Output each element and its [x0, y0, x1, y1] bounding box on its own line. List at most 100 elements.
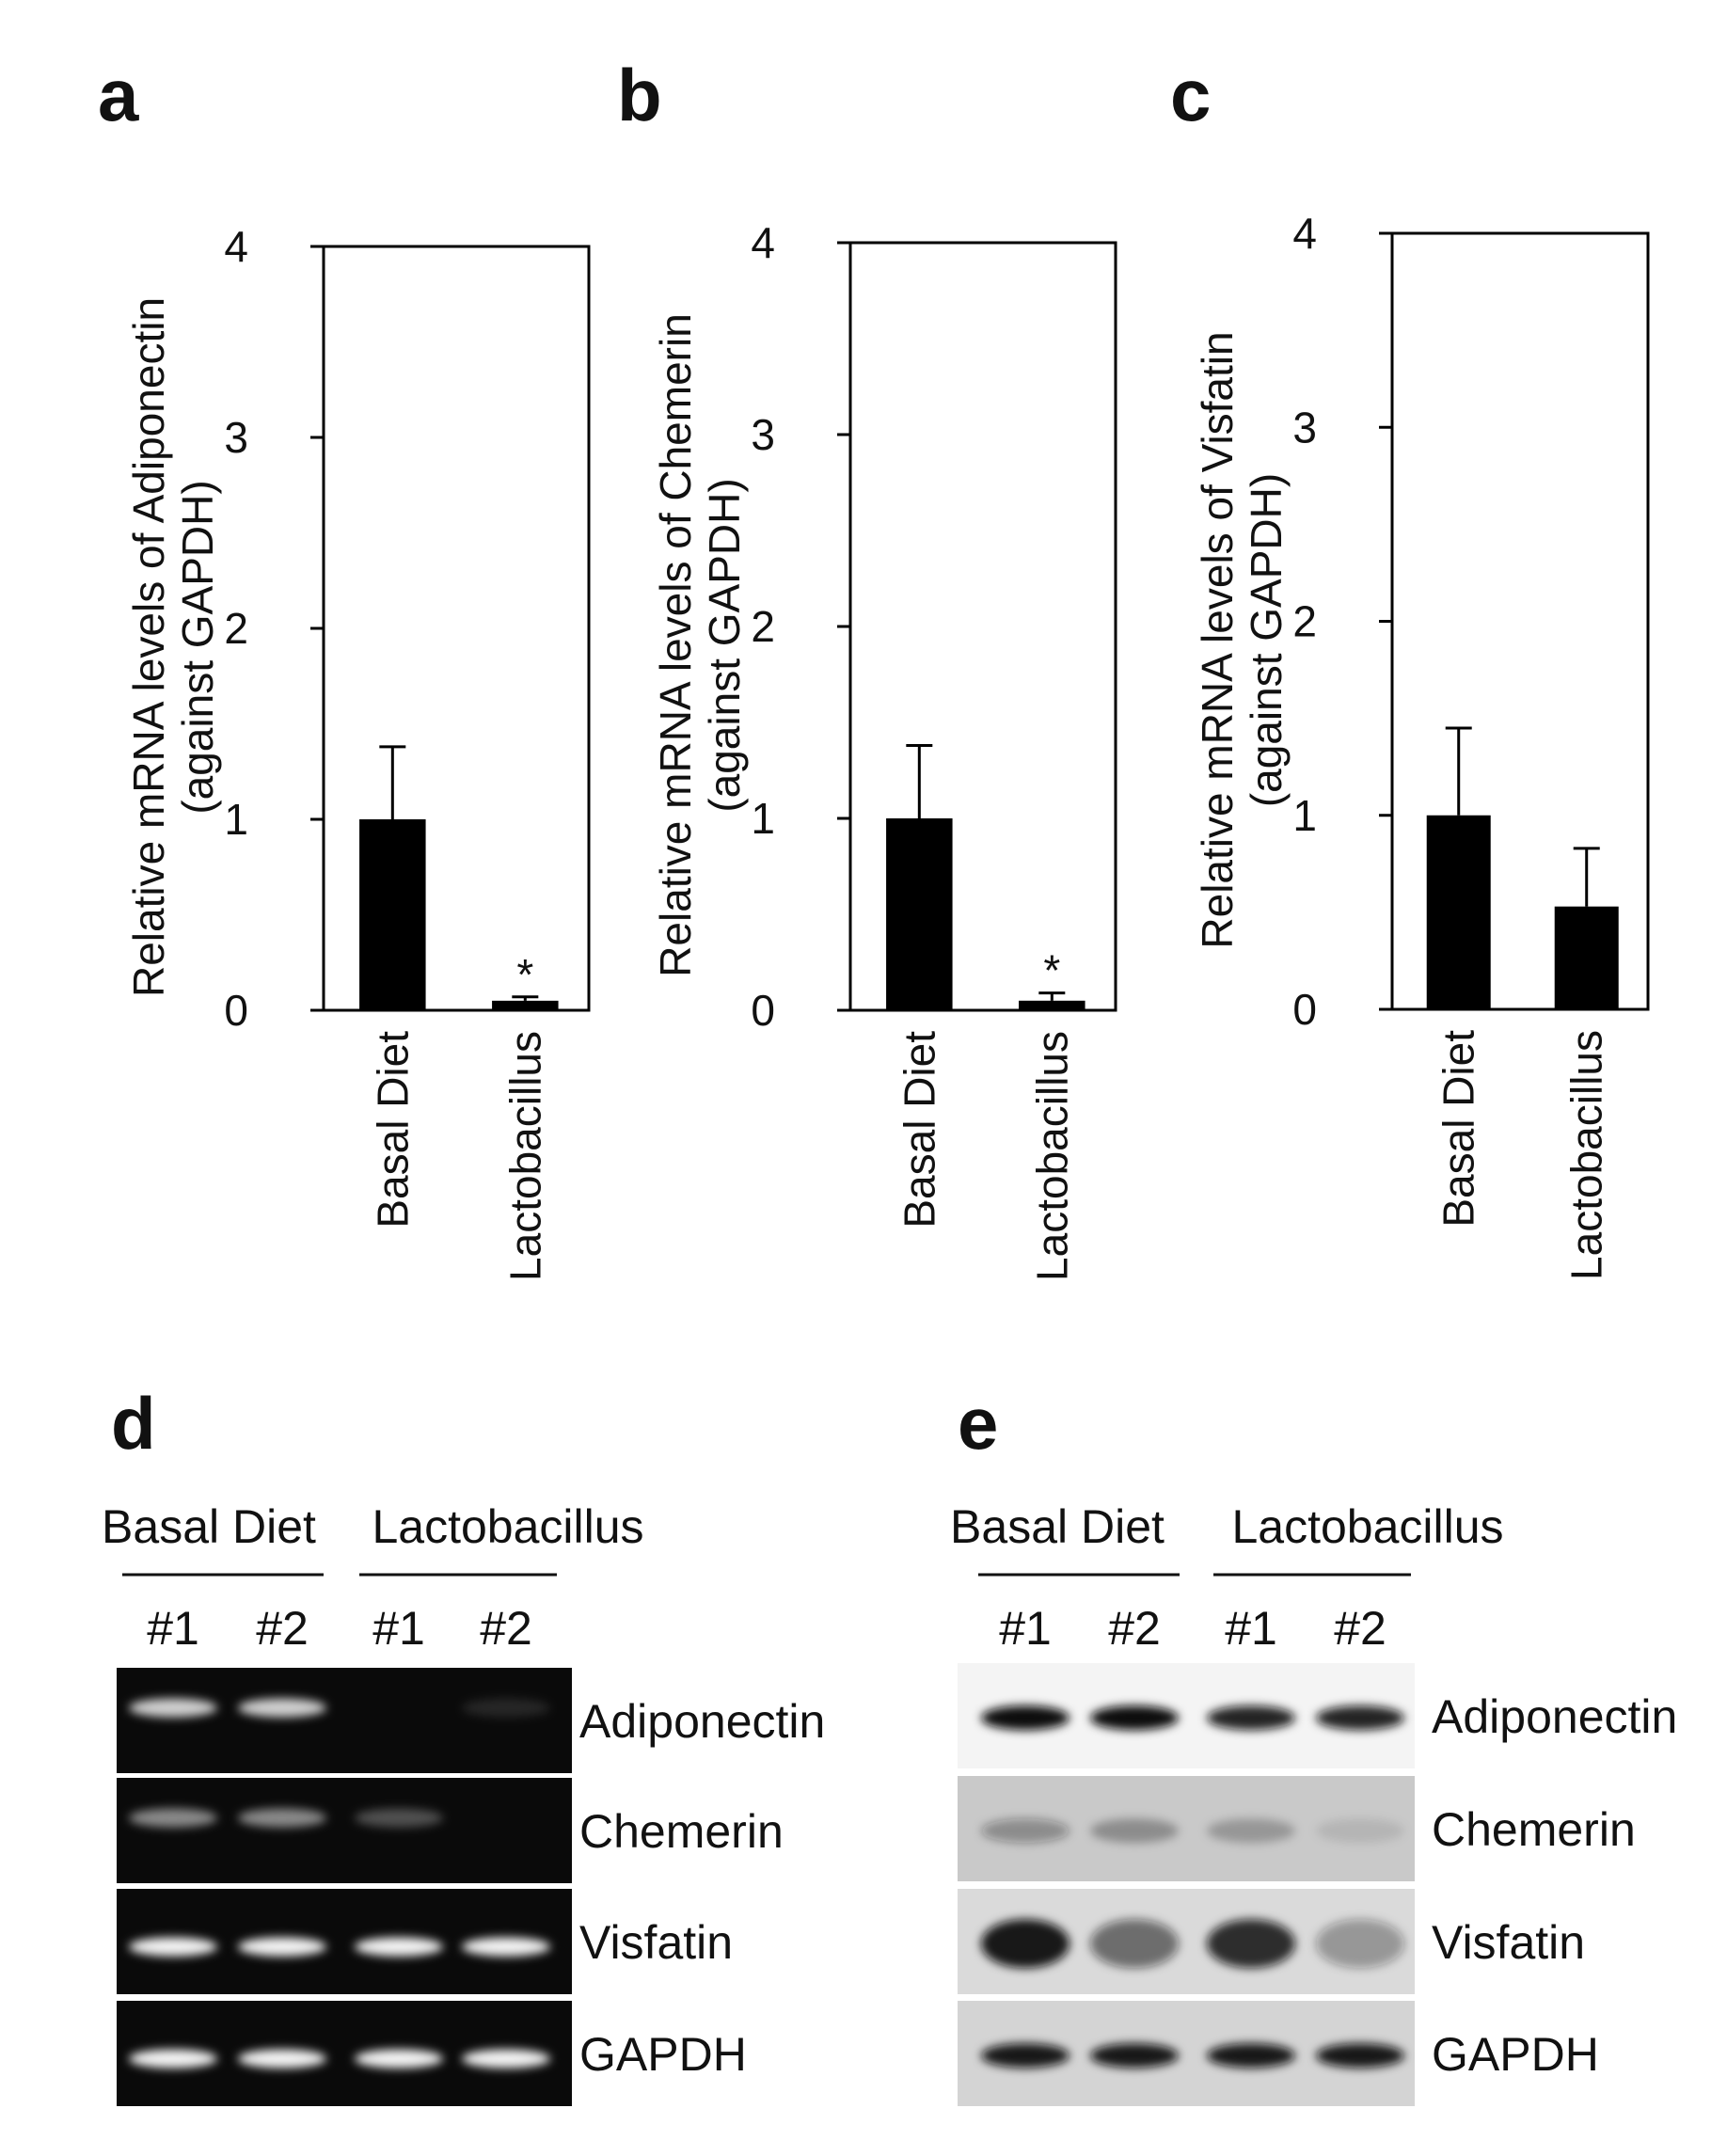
blot-row: Chemerin — [958, 1776, 1636, 1881]
band — [355, 2049, 443, 2069]
y-tick-label: 2 — [224, 604, 248, 653]
category-label: Basal Diet — [895, 1031, 943, 1229]
lane-label: #1 — [999, 1602, 1052, 1655]
band — [129, 1698, 217, 1718]
lane-label: #1 — [147, 1602, 199, 1655]
panel-label-b: b — [617, 54, 662, 136]
category-label: Lactobacillus — [1027, 1031, 1076, 1281]
band — [238, 1698, 326, 1718]
row-label: GAPDH — [579, 2028, 747, 2081]
group-label: Lactobacillus — [372, 1500, 643, 1553]
y-axis-label: Relative mRNA levels of Visfatin(against… — [1193, 331, 1291, 948]
panel-label-c: c — [1170, 54, 1211, 136]
row-label: Visfatin — [1432, 1916, 1585, 1969]
blot-row: Visfatin — [958, 1889, 1585, 1994]
panel-label-a: a — [98, 54, 139, 136]
row-label: Visfatin — [579, 1916, 733, 1969]
row-label: Chemerin — [1432, 1803, 1636, 1856]
blot-row: Chemerin — [117, 1778, 784, 1883]
band — [462, 1698, 550, 1718]
y-tick-label: 1 — [224, 795, 248, 844]
band — [129, 1808, 217, 1828]
y-tick-label: 1 — [1292, 791, 1317, 840]
row-label: GAPDH — [1432, 2028, 1599, 2081]
y-tick-label: 0 — [1292, 985, 1317, 1034]
bar-2 — [492, 1000, 559, 1010]
bar-2 — [1019, 1000, 1085, 1010]
blot-row: Adiponectin — [958, 1663, 1677, 1768]
band — [981, 1919, 1069, 1969]
y-tick-label: 4 — [1292, 209, 1317, 258]
y-tick-label: 3 — [751, 410, 775, 459]
band — [238, 1937, 326, 1957]
band — [238, 2049, 326, 2069]
lane-label: #2 — [480, 1602, 532, 1655]
blot-row: Adiponectin — [117, 1668, 825, 1773]
row-label: Adiponectin — [579, 1695, 825, 1748]
band — [981, 2043, 1069, 2069]
band — [355, 1808, 443, 1828]
band — [981, 1705, 1069, 1731]
group-label: Lactobacillus — [1231, 1500, 1503, 1553]
blot-panels: Basal Diet Lactobacillus #1 #2 #1 #2Adiponect… — [102, 1500, 1677, 2106]
y-axis-label: Relative mRNA levels of Adiponectin(agai… — [124, 297, 222, 997]
category-label: Basal Diet — [368, 1031, 417, 1229]
band — [1207, 2043, 1295, 2069]
category-label: Basal Diet — [1434, 1030, 1483, 1228]
y-tick-label: 0 — [751, 986, 775, 1035]
group-label: Basal Diet — [950, 1500, 1165, 1553]
y-tick-label: 2 — [1292, 597, 1317, 646]
band — [1090, 2043, 1179, 2069]
band — [129, 2049, 217, 2069]
lane-label: #1 — [1225, 1602, 1277, 1655]
band — [238, 1808, 326, 1828]
band — [1090, 1919, 1179, 1969]
lane-label: #2 — [1108, 1602, 1161, 1655]
blot-row: GAPDH — [958, 2001, 1599, 2106]
band — [1316, 1818, 1404, 1844]
band — [355, 1937, 443, 1957]
lane-label: #2 — [1334, 1602, 1386, 1655]
lane-label: #1 — [372, 1602, 425, 1655]
panel-label-d: d — [111, 1382, 156, 1465]
bar-1 — [359, 819, 426, 1010]
band — [1207, 1705, 1295, 1731]
blot-strip — [117, 1668, 572, 1773]
lane-label: #2 — [256, 1602, 309, 1655]
category-label: Lactobacillus — [1562, 1030, 1611, 1280]
band — [1207, 1919, 1295, 1969]
y-tick-label: 4 — [224, 222, 248, 271]
band — [462, 2049, 550, 2069]
y-tick-label: 3 — [1292, 403, 1317, 452]
blot-row: Visfatin — [117, 1889, 733, 1994]
category-label: Lactobacillus — [500, 1031, 549, 1281]
band — [1090, 1705, 1179, 1731]
y-axis-label: Relative mRNA levels of Chemerin(against… — [651, 313, 749, 977]
band — [1316, 1919, 1404, 1969]
blot-row: GAPDH — [117, 2001, 747, 2106]
y-tick-label: 4 — [751, 218, 775, 267]
bar-2 — [1554, 906, 1619, 1009]
band — [1207, 1818, 1295, 1844]
band — [1316, 1705, 1404, 1731]
band — [462, 1937, 550, 1957]
bar-1 — [886, 818, 953, 1010]
band — [981, 1818, 1069, 1844]
band — [129, 1937, 217, 1957]
row-label: Adiponectin — [1432, 1690, 1677, 1743]
y-tick-label: 2 — [751, 602, 775, 651]
band — [1090, 1818, 1179, 1844]
y-tick-label: 3 — [224, 413, 248, 462]
row-label: Chemerin — [579, 1805, 784, 1858]
y-tick-label: 1 — [751, 794, 775, 843]
group-label: Basal Diet — [102, 1500, 316, 1553]
bar-1 — [1426, 815, 1491, 1009]
significance-marker: * — [1043, 946, 1060, 995]
band — [1316, 2043, 1404, 2069]
blot-strip — [117, 1778, 572, 1883]
y-tick-label: 0 — [224, 986, 248, 1035]
blot-panel-d: Basal Diet Lactobacillus #1 #2 #1 #2Adiponect… — [102, 1500, 825, 2106]
